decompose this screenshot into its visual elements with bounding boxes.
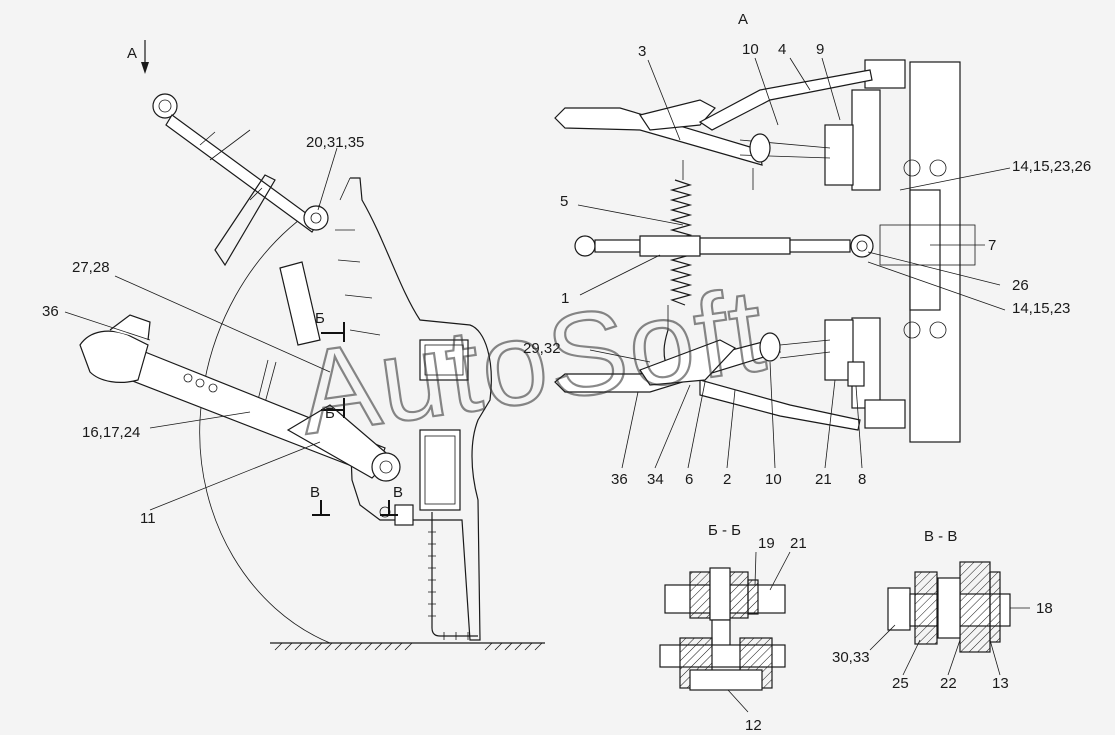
label-16-17-24: 16,17,24	[82, 424, 140, 441]
bottom-mount	[864, 399, 906, 429]
label-21-bb: 21	[790, 535, 807, 552]
label-11: 11	[140, 510, 156, 527]
label-29-32: 29,32	[523, 340, 561, 357]
ground-hatching	[274, 642, 543, 651]
label-36-left: 36	[42, 303, 59, 320]
top-link-eye	[152, 93, 178, 119]
link-8	[699, 379, 861, 431]
watermark: AutoSoft	[291, 264, 773, 460]
lower-link-hook	[79, 330, 149, 383]
label-8: 8	[858, 471, 866, 488]
label-4: 4	[778, 41, 786, 58]
arm-2-bracket	[639, 339, 736, 386]
label-30-33: 30,33	[832, 649, 870, 666]
lower-link-pivot	[371, 452, 401, 482]
pin-10-bottom	[759, 332, 781, 362]
leader-lines-top	[577, 57, 1011, 469]
label-7: 7	[988, 237, 996, 254]
cross-beam-section	[419, 339, 469, 381]
label-25: 25	[892, 675, 909, 692]
section-v-v	[869, 561, 1030, 676]
section-b-b	[659, 551, 791, 713]
label-19: 19	[758, 535, 775, 552]
label-10-bottom: 10	[765, 471, 782, 488]
bb-base-12	[689, 669, 763, 691]
label-3: 3	[638, 43, 646, 60]
label-34: 34	[647, 471, 664, 488]
label-2: 2	[723, 471, 731, 488]
label-6: 6	[685, 471, 693, 488]
bolt-8	[847, 361, 865, 387]
label-12: 12	[745, 717, 762, 734]
upper-bracket	[851, 89, 881, 191]
label-18: 18	[1036, 600, 1053, 617]
title-section-b-b: Б - Б	[708, 522, 741, 539]
frame-detail	[335, 177, 381, 336]
top-link-rod	[165, 114, 319, 233]
vv-ring-13	[989, 571, 1001, 643]
label-section-b-upper: Б	[315, 310, 325, 327]
cross-beam-inner	[424, 344, 464, 376]
callout-labels: А А 3 10 4 9 20,31,35 14,15,23,26 5 7 27…	[42, 11, 1091, 734]
turnbuckle-1-end	[850, 234, 874, 258]
vv-nut	[887, 587, 911, 631]
label-1: 1	[561, 290, 569, 307]
hitch-bracket-block	[419, 429, 461, 511]
label-36-bottom: 36	[611, 471, 628, 488]
label-13: 13	[992, 675, 1009, 692]
hook-latch	[109, 314, 151, 341]
label-10-top: 10	[742, 41, 759, 58]
label-14-15-23: 14,15,23	[1012, 300, 1070, 317]
label-21-top: 21	[815, 471, 832, 488]
label-26: 26	[1012, 277, 1029, 294]
turnbuckle-1-body	[639, 235, 701, 257]
label-5: 5	[560, 193, 568, 210]
label-22: 22	[940, 675, 957, 692]
top-mount	[864, 59, 906, 89]
vv-bushing-22	[959, 561, 991, 653]
top-link-plate	[214, 174, 276, 267]
leader-lines-side	[64, 147, 338, 511]
chain	[428, 512, 478, 640]
label-20-31-35: 20,31,35	[306, 134, 364, 151]
turnbuckle	[279, 261, 321, 346]
pin-10-top	[749, 133, 771, 163]
turnbuckle-1-eye	[574, 235, 596, 257]
section-arrow-v-right	[380, 500, 398, 516]
vv-washer-25	[937, 577, 961, 639]
title-section-v-v: В - В	[924, 528, 957, 545]
label-section-b-lower: Б	[325, 405, 335, 422]
label-9: 9	[816, 41, 824, 58]
top-link-pivot	[303, 205, 329, 231]
hitch-bracket-inner	[424, 435, 456, 505]
bb-washer-19	[747, 579, 759, 615]
section-arrow-v-left	[312, 500, 330, 516]
label-14-15-23-26: 14,15,23,26	[1012, 158, 1091, 175]
link-4	[698, 69, 873, 131]
label-view-a-top: А	[738, 11, 748, 28]
arm-3-bracket	[639, 99, 716, 131]
label-section-v-left: В	[310, 484, 320, 501]
frame-center	[909, 189, 941, 311]
label-section-v-right: В	[393, 484, 403, 501]
label-27-28: 27,28	[72, 259, 110, 276]
label-view-a-left: А	[127, 45, 137, 62]
rear-frame	[349, 177, 492, 641]
upper-clevis	[824, 124, 854, 186]
top-view-a	[554, 57, 1011, 469]
side-view	[64, 40, 545, 651]
